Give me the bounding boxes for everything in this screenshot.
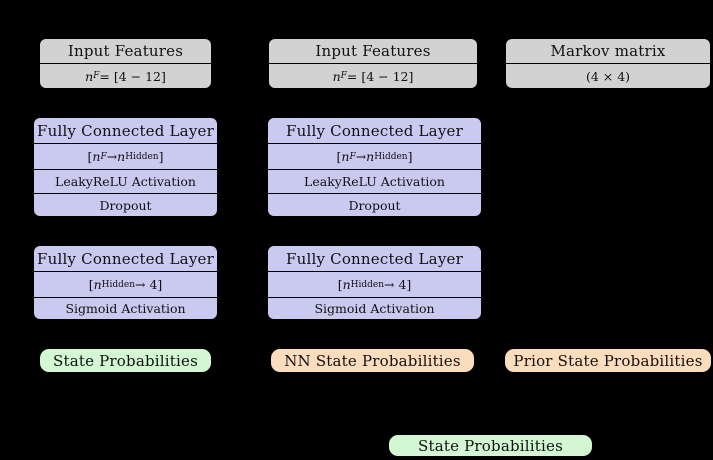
fc-layer-dropout: Dropout: [34, 193, 217, 216]
prior-state-probabilities-box: Prior State Probabilities: [504, 348, 712, 373]
left-output-label: State Probabilities: [53, 351, 198, 370]
markov-matrix-box: Markov matrix (4 × 4): [505, 38, 711, 89]
left-state-probabilities-box: State Probabilities: [39, 348, 212, 373]
fc-layer-activation: Sigmoid Activation: [34, 297, 217, 319]
fc-layer-activation: LeakyReLU Activation: [34, 169, 217, 193]
left-input-title: Input Features: [67, 42, 184, 60]
fc-layer-dropout: Dropout: [268, 193, 481, 216]
fc-layer-activation: LeakyReLU Activation: [268, 169, 481, 193]
fc-layer-title: Fully Connected Layer: [286, 121, 463, 140]
markov-matrix-detail: (4 × 4): [506, 63, 710, 88]
fc-layer-title: Fully Connected Layer: [37, 249, 214, 268]
final-state-probabilities-box: State Probabilities: [388, 434, 593, 457]
nn-state-probabilities-box: NN State Probabilities: [270, 348, 475, 373]
middle-output-label: NN State Probabilities: [284, 351, 461, 370]
final-output-label: State Probabilities: [418, 436, 563, 455]
fc-layer-activation: Sigmoid Activation: [268, 297, 481, 319]
fc-layer-title: Fully Connected Layer: [286, 249, 463, 268]
markov-matrix-title: Markov matrix: [550, 42, 666, 60]
middle-input-title: Input Features: [315, 42, 431, 60]
fc-layer-title: Fully Connected Layer: [37, 121, 214, 140]
right-output-label: Prior State Probabilities: [513, 351, 703, 370]
